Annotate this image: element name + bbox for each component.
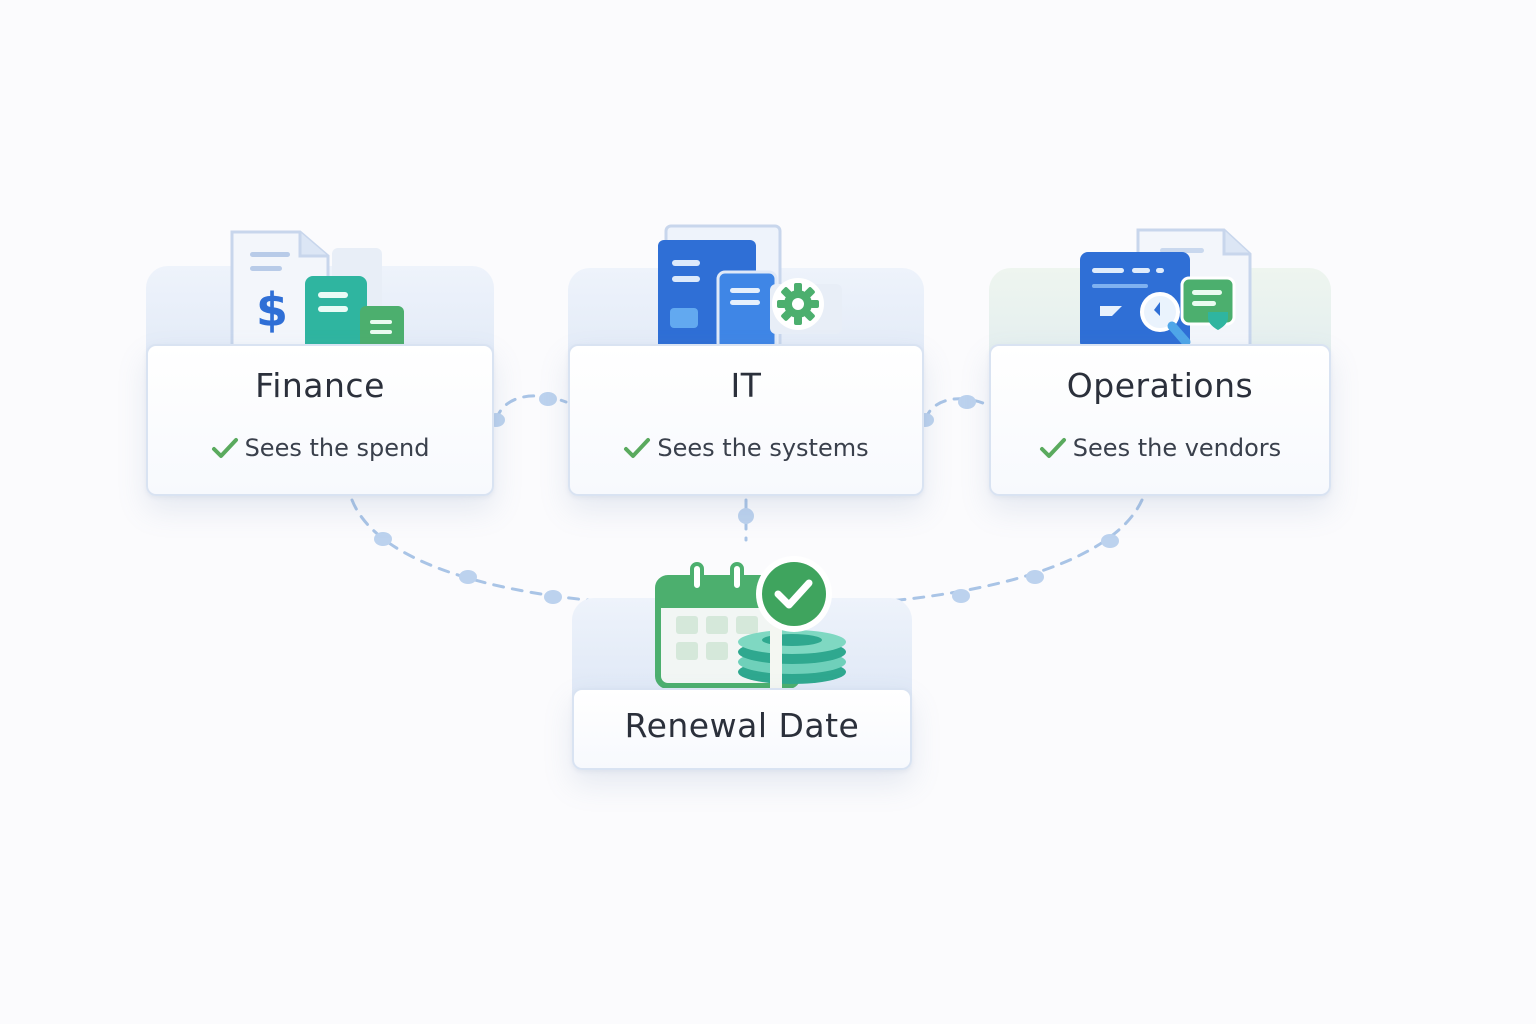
it-subtitle-row: Sees the systems <box>570 434 922 462</box>
operations-vendor-search-icon <box>1080 228 1252 350</box>
checkmark-icon <box>1039 438 1066 458</box>
svg-text:$: $ <box>256 283 288 337</box>
connector-dot <box>958 395 976 409</box>
connector-dot <box>544 590 562 604</box>
checkmark-icon <box>211 438 238 458</box>
connector-finance-renewal <box>350 498 662 607</box>
it-devices-gear-icon <box>658 224 842 350</box>
it-title: IT <box>730 366 762 405</box>
connector-dot <box>459 570 477 584</box>
operations-subtitle: Sees the vendors <box>1072 434 1282 462</box>
connector-dot <box>1101 534 1119 548</box>
connector-dot <box>1026 570 1044 584</box>
renewal-card: Renewal Date <box>572 688 912 770</box>
operations-card: Operations Sees the vendors <box>989 344 1331 496</box>
it-card: IT Sees the systems <box>568 344 924 496</box>
checkmark-icon <box>624 438 651 458</box>
finance-documents-dollar-icon: $ <box>230 230 404 352</box>
calendar-check-money-icon <box>655 556 846 689</box>
operations-title: Operations <box>1066 366 1254 405</box>
finance-subtitle: Sees the spend <box>244 434 430 462</box>
connector-finance-it <box>494 394 568 422</box>
it-subtitle: Sees the systems <box>657 434 869 462</box>
connector-dot <box>952 589 970 603</box>
connector-dot <box>738 508 754 524</box>
renewal-title: Renewal Date <box>624 706 860 745</box>
finance-title: Finance <box>255 366 385 405</box>
connector-dot <box>374 532 392 546</box>
finance-card: Finance Sees the spend <box>146 344 494 496</box>
operations-subtitle-row: Sees the vendors <box>991 434 1329 462</box>
finance-subtitle-row: Sees the spend <box>148 434 492 462</box>
connector-it-operations <box>923 397 990 422</box>
connector-operations-renewal <box>828 498 1144 607</box>
connector-dot <box>539 392 557 406</box>
